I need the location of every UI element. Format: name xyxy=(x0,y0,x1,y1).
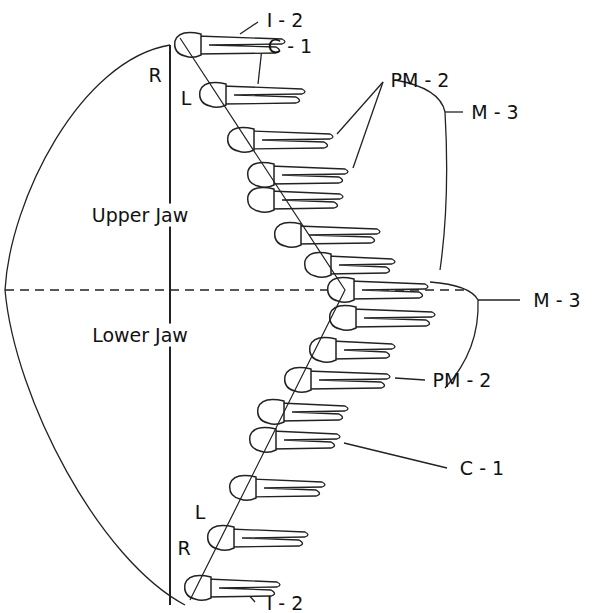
tooth-drawing xyxy=(275,223,380,248)
tooth-root xyxy=(270,166,348,184)
leader-line xyxy=(395,378,425,380)
tooth-crown xyxy=(285,368,311,393)
tooth-crown xyxy=(275,223,301,248)
tooth-root xyxy=(222,86,305,104)
tooth-drawing xyxy=(230,476,325,501)
side-label: R xyxy=(148,65,161,86)
tooth-count-label: C - 1 xyxy=(268,36,312,57)
tooth-root xyxy=(270,191,343,209)
tooth-count-label: I - 2 xyxy=(267,593,304,613)
tooth-crown xyxy=(310,338,336,363)
tooth-root xyxy=(252,479,325,497)
tooth-count-label: PM - 2 xyxy=(391,70,450,91)
tooth-count-label: M - 3 xyxy=(533,290,580,311)
tooth-count-label: PM - 2 xyxy=(433,370,492,391)
tooth-drawing xyxy=(258,400,348,425)
arch-line xyxy=(180,38,345,600)
leader-line xyxy=(478,299,520,300)
tooth-root xyxy=(280,403,348,421)
tooth-count-label: C - 1 xyxy=(460,458,504,479)
tooth-crown xyxy=(175,33,201,58)
tooth-crown xyxy=(250,428,276,453)
tooth-root xyxy=(327,256,395,274)
side-label: L xyxy=(195,502,206,523)
tooth-drawing xyxy=(310,338,395,363)
side-label: R xyxy=(177,538,190,559)
tooth-root xyxy=(307,371,390,389)
tooth-drawing xyxy=(228,128,333,153)
tooth-root xyxy=(272,431,340,449)
tooth-root xyxy=(352,309,435,327)
side-label: L xyxy=(181,88,192,109)
tooth-crown xyxy=(248,188,274,213)
tooth-drawing xyxy=(328,278,428,303)
tooth-drawing xyxy=(248,163,348,188)
leader-line xyxy=(344,443,447,468)
leader-line xyxy=(353,82,383,168)
tooth-drawing xyxy=(248,188,343,213)
tooth-root xyxy=(332,341,395,359)
leader-line xyxy=(240,22,258,34)
tooth-crown xyxy=(330,306,356,331)
molar-bracket xyxy=(395,80,447,270)
tooth-drawing xyxy=(208,526,308,551)
tooth-crown xyxy=(185,576,211,601)
tooth-drawing xyxy=(330,306,435,331)
tooth-drawing xyxy=(250,428,340,453)
tooth-drawing xyxy=(185,576,280,601)
jaw-label: Lower Jaw xyxy=(89,324,191,347)
leader-line xyxy=(445,111,463,112)
tooth-count-label: M - 3 xyxy=(471,102,518,123)
tooth-crown xyxy=(230,476,256,501)
leader-line xyxy=(337,82,383,134)
tooth-count-label: I - 2 xyxy=(267,10,304,31)
tooth-root xyxy=(230,529,308,547)
tooth-crown xyxy=(305,253,331,278)
tooth-drawing xyxy=(305,253,395,278)
tooth-crown xyxy=(200,83,226,108)
tooth-drawing xyxy=(200,83,305,108)
jaw-label: Upper Jaw xyxy=(89,204,191,227)
tooth-root xyxy=(350,281,428,299)
tooth-root xyxy=(250,131,333,149)
